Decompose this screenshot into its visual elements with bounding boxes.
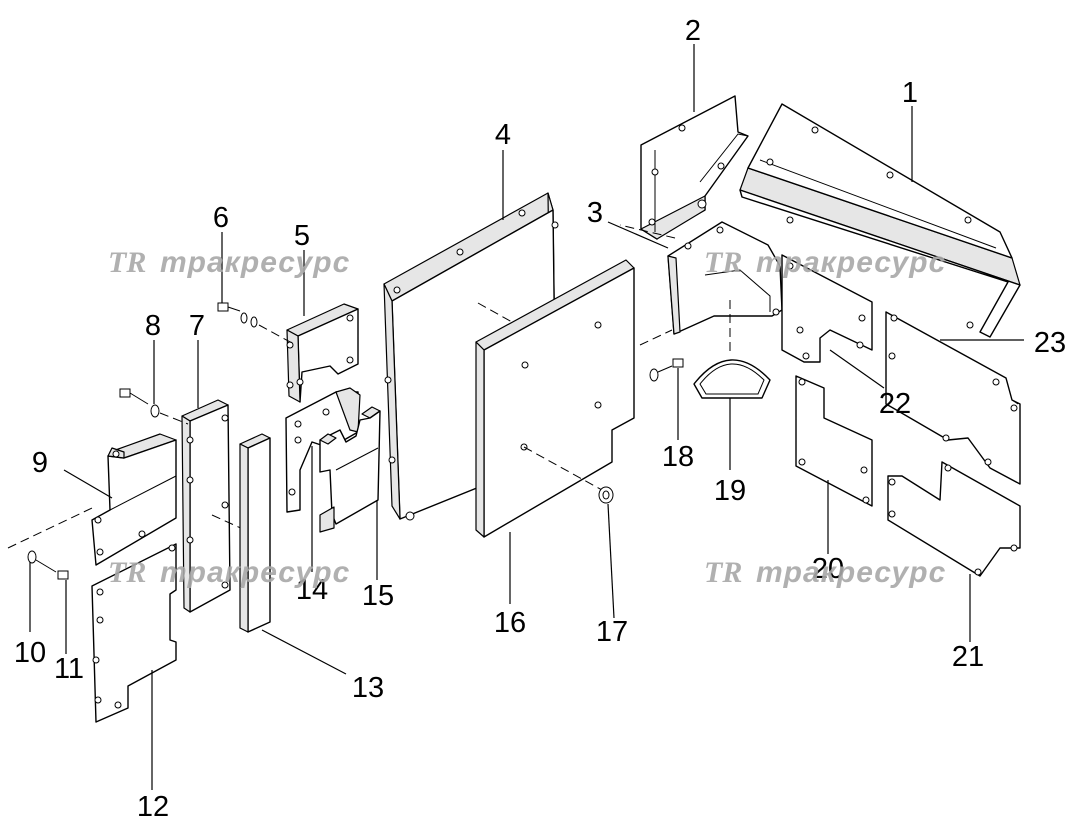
- part-22-plate: [781, 254, 873, 363]
- part-3-lower-bracket: [619, 221, 783, 335]
- callout-15: 15: [362, 580, 394, 612]
- part-17-bolt: [598, 486, 614, 504]
- callout-16: 16: [494, 607, 526, 639]
- part-7-strip: [181, 399, 246, 613]
- callout-2: 2: [685, 15, 701, 47]
- callout-5: 5: [294, 220, 310, 252]
- callout-12: 12: [137, 791, 169, 823]
- watermark-text: тракресурс: [160, 556, 350, 589]
- callout-23: 23: [1034, 327, 1066, 359]
- callout-21: 21: [952, 641, 984, 673]
- callout-9: 9: [32, 447, 48, 479]
- callout-14: 14: [296, 574, 328, 606]
- watermark-3: TR тракресурс: [108, 556, 350, 589]
- callout-3: 3: [587, 197, 603, 229]
- watermark-4: TR тракресурс: [704, 556, 946, 589]
- part-15-block: [319, 406, 381, 533]
- part-19-seal: [693, 300, 771, 399]
- part-21-plate: [887, 461, 1021, 577]
- watermark-2: TR тракресурс: [704, 246, 946, 279]
- part-2-upper-bracket: [640, 95, 749, 240]
- watermark-text: тракресурс: [160, 246, 350, 279]
- part-9-bracket: [91, 433, 177, 566]
- callout-numbers: 1 2 3 4 5 6 7 8 9 10 11 12 13 14 15 16 1…: [14, 15, 1066, 823]
- watermark-logo: TR: [704, 556, 742, 589]
- leader-lines: [29, 44, 1024, 790]
- callout-11: 11: [54, 653, 84, 685]
- callout-13: 13: [352, 672, 384, 704]
- callout-8: 8: [145, 310, 161, 342]
- part-5-bracket-plate: [286, 303, 359, 403]
- part-20-plate: [795, 375, 873, 507]
- part-1-top-cover: [739, 103, 1021, 338]
- callout-19: 19: [714, 475, 746, 507]
- callout-20: 20: [812, 553, 844, 585]
- watermark-1: TR тракресурс: [108, 246, 350, 279]
- watermark-logo: TR: [108, 246, 146, 279]
- part-12-plate: [91, 543, 177, 723]
- callout-1: 1: [902, 77, 918, 109]
- part-8-screw: [119, 388, 189, 425]
- watermark-logo: TR: [108, 556, 146, 589]
- callout-22: 22: [879, 388, 911, 420]
- callout-4: 4: [495, 119, 511, 151]
- callout-6: 6: [213, 202, 229, 234]
- part-23-plate: [885, 311, 1021, 485]
- watermark-text: тракресурс: [756, 246, 946, 279]
- callout-18: 18: [662, 441, 694, 473]
- callout-10: 10: [14, 637, 46, 669]
- part-6-screw: [217, 302, 293, 344]
- part-16-thick-plate: [475, 259, 635, 538]
- part-18-bolt: [639, 329, 684, 382]
- part-13-bar: [239, 433, 271, 633]
- callout-7: 7: [189, 310, 205, 342]
- callout-17: 17: [596, 616, 628, 648]
- watermark-text: тракресурс: [756, 556, 946, 589]
- watermark-logo: TR: [704, 246, 742, 279]
- part-14-bracket-plate: [285, 387, 361, 513]
- part-10-11-fasteners: [7, 507, 93, 580]
